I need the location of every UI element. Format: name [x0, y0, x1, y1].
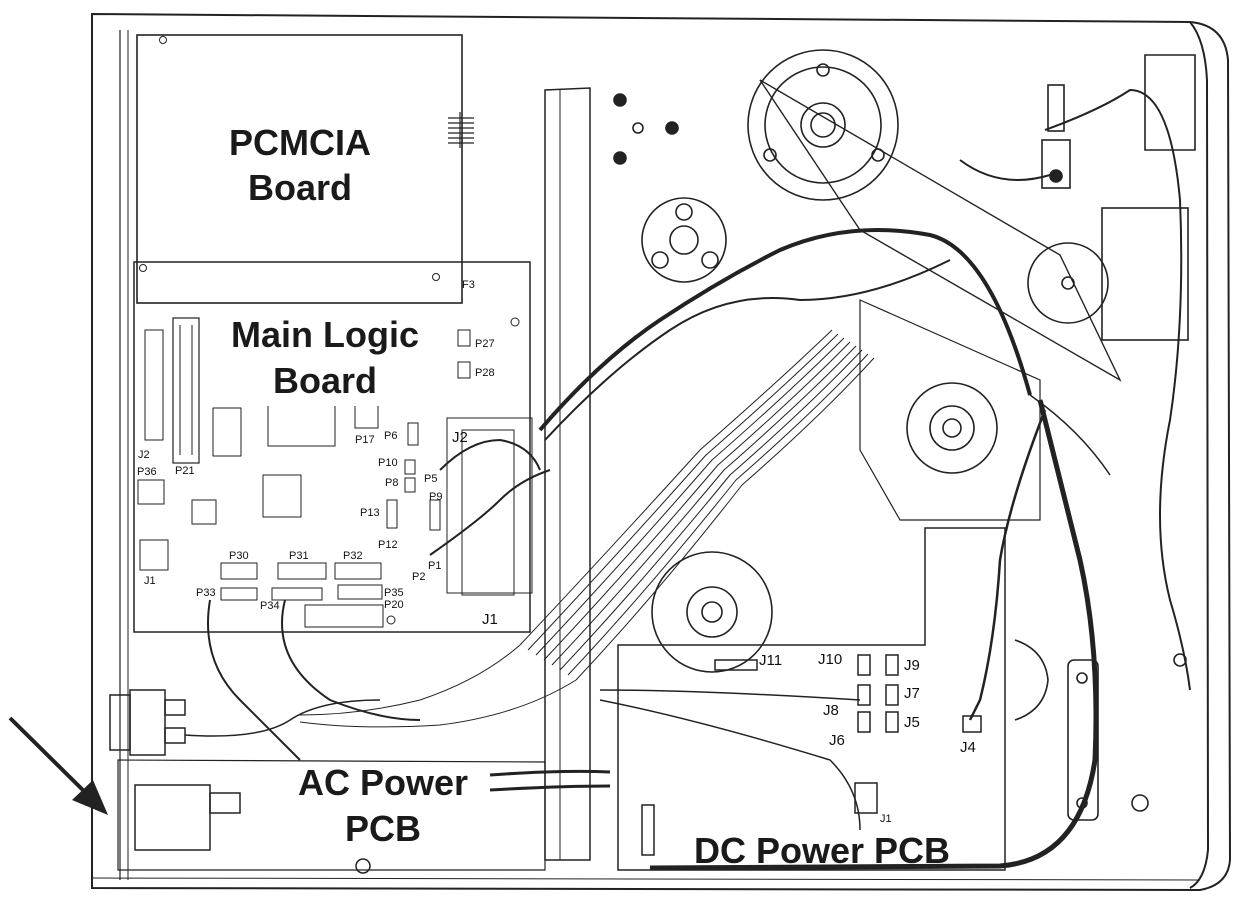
label-j5: J5 — [904, 714, 920, 731]
ac-power-pcb — [109, 689, 546, 874]
label-p12: P12 — [378, 539, 398, 551]
label-p28: P28 — [475, 367, 495, 379]
pcmcia-board — [136, 34, 474, 304]
ac-label-line1: AC Power — [298, 762, 468, 803]
label-p10: P10 — [378, 457, 398, 469]
chassis — [91, 12, 1232, 892]
label-j7: J7 — [904, 685, 920, 702]
label-j10: J10 — [818, 651, 842, 668]
label-p33: P33 — [196, 587, 216, 599]
label-p9: P9 — [429, 491, 442, 503]
label-j1-left: J1 — [144, 575, 156, 587]
label-j1-mid: J1 — [482, 611, 498, 628]
label-p30: P30 — [229, 550, 249, 562]
label-p34: P34 — [260, 600, 280, 612]
wire-harnesses — [184, 88, 1191, 871]
pcmcia-label-line2: Board — [248, 167, 352, 208]
dc-power-pcb — [617, 527, 1006, 871]
label-p20: P20 — [384, 599, 404, 611]
label-j6: J6 — [829, 732, 845, 749]
label-p1: P1 — [428, 560, 441, 572]
center-bracket — [544, 87, 591, 861]
label-p31: P31 — [289, 550, 309, 562]
drive-mechanism — [613, 49, 1196, 821]
connector-labels: F3 P27 P28 J2 J2 P36 P21 P17 P6 P10 P8 P… — [137, 279, 976, 825]
dc-label: DC Power PCB — [694, 830, 950, 871]
label-p13: P13 — [360, 507, 380, 519]
label-p8: P8 — [385, 477, 398, 489]
label-p36: P36 — [137, 466, 157, 478]
label-j8: J8 — [823, 702, 839, 719]
label-j2-top: J2 — [452, 429, 468, 446]
ribbon-cable — [299, 329, 875, 728]
pcmcia-label-line1: PCMCIA — [229, 122, 371, 163]
label-p21: P21 — [175, 465, 195, 477]
label-j11: J11 — [759, 652, 782, 669]
logic-label-line1: Main Logic — [231, 314, 419, 355]
label-p5: P5 — [424, 473, 437, 485]
label-j1-dc: J1 — [880, 813, 892, 825]
main-logic-board — [133, 261, 533, 633]
ac-label-line2: PCB — [345, 808, 421, 849]
label-p17: P17 — [355, 434, 375, 446]
label-p2: P2 — [412, 571, 425, 583]
label-p27: P27 — [475, 338, 495, 350]
label-j9: J9 — [904, 657, 920, 674]
label-j4: J4 — [960, 739, 976, 756]
pointer-arrow — [8, 716, 108, 815]
label-p32: P32 — [343, 550, 363, 562]
label-p6: P6 — [384, 430, 397, 442]
label-f3: F3 — [462, 279, 475, 291]
label-j2-left: J2 — [138, 449, 150, 461]
label-p35: P35 — [384, 587, 404, 599]
logic-label-line2: Board — [273, 360, 377, 401]
board-labels: PCMCIA Board Main Logic Board AC Power P… — [229, 122, 950, 871]
